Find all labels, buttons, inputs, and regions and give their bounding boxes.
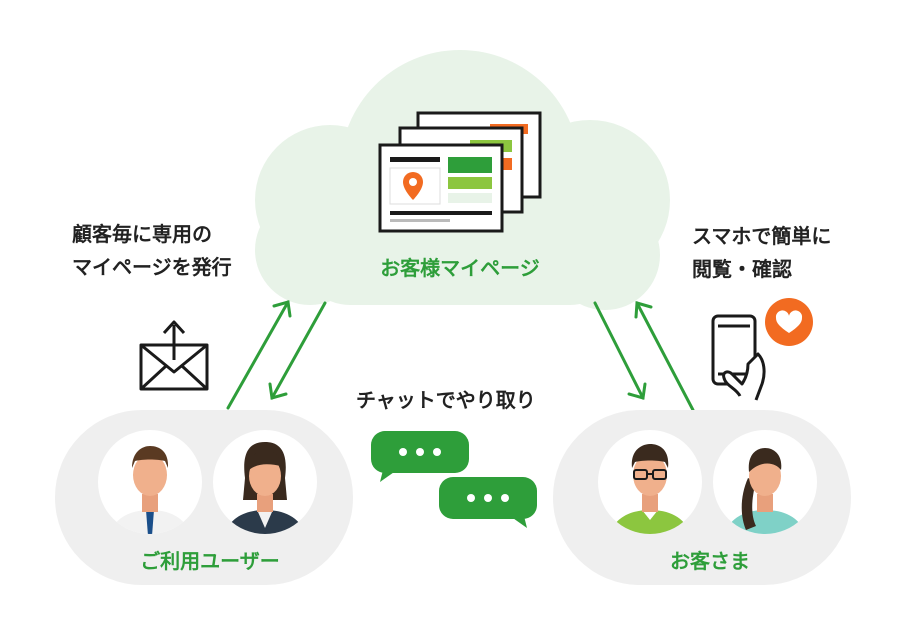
chat-caption: チャットでやり取り: [356, 384, 536, 413]
caption-line: スマホで簡単に: [692, 220, 831, 253]
issue-mypage-caption: 顧客毎に専用の マイページを発行: [72, 218, 232, 284]
caption-line: マイページを発行: [72, 251, 232, 284]
customers-group-label: お客さま: [620, 545, 800, 574]
caption-line: 閲覧・確認: [692, 253, 831, 286]
heart-badge-icon: [765, 298, 813, 346]
smartphone-icon: [713, 316, 764, 400]
chat-bubble-icon: [371, 431, 469, 482]
users-group-label: ご利用ユーザー: [120, 545, 300, 574]
right-sync-arrows: [595, 303, 693, 410]
caption-line: 顧客毎に専用の: [72, 218, 232, 251]
chat-bubble-icon: [439, 477, 537, 528]
left-sync-arrows: [228, 302, 325, 408]
cloud-label: お客様マイページ: [360, 252, 560, 281]
mail-send-icon: [141, 322, 207, 389]
mypage-screens-icon: [380, 113, 540, 231]
smartphone-view-caption: スマホで簡単に 閲覧・確認: [692, 220, 831, 286]
